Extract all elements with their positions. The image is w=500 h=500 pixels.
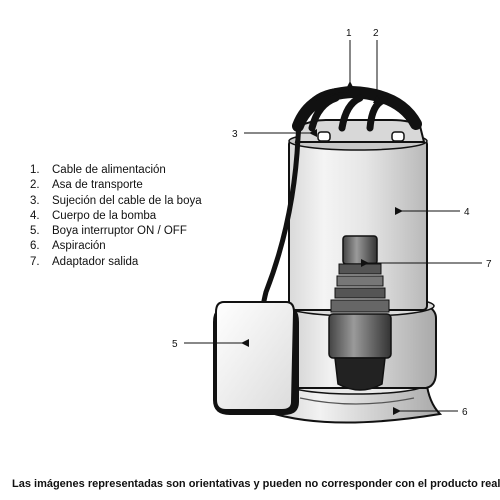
legend-item: 4.Cuerpo de la bomba [30, 209, 157, 222]
callout-5: 5 [172, 339, 178, 350]
callout-1: 1 [346, 28, 352, 39]
callout-2: 2 [373, 28, 379, 39]
callout-4: 4 [464, 207, 470, 218]
callout-7: 7 [486, 259, 492, 270]
legend-item: 6.Aspiración [30, 240, 106, 253]
callout-3: 3 [232, 129, 238, 140]
parts-legend: 1.Cable de alimentación 2.Asa de transpo… [30, 163, 202, 270]
legend-item: 7.Adaptador salida [30, 255, 139, 268]
legend-item: 5.Boya interruptor ON / OFF [30, 225, 187, 238]
float-switch [213, 301, 299, 415]
callout-6: 6 [462, 407, 468, 418]
disclaimer-text: Las imágenes representadas son orientati… [12, 478, 500, 490]
legend-item: 3.Sujeción del cable de la boya [30, 194, 202, 207]
legend-item: 1.Cable de alimentación [30, 164, 166, 176]
outlet-adapter [328, 235, 392, 391]
callout-lines [184, 40, 482, 415]
legend-item: 2.Asa de transporte [30, 179, 143, 192]
